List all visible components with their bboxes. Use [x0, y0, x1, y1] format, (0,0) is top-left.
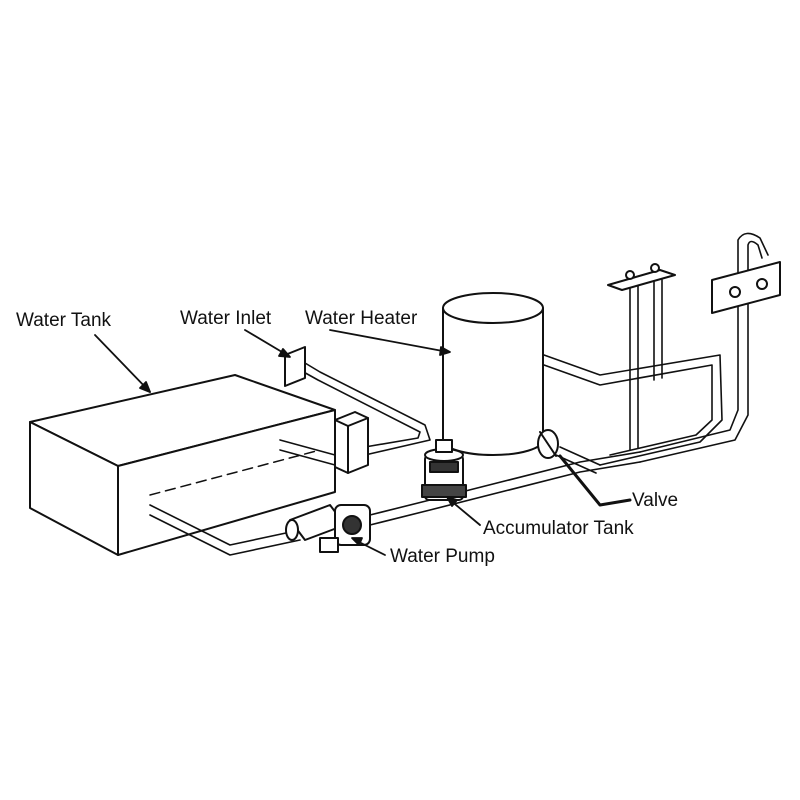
label-accumulator-tank: Accumulator Tank [483, 518, 634, 539]
leader-lines [94, 329, 632, 556]
label-water-inlet: Water Inlet [180, 308, 272, 329]
water-inlet-fitting [284, 346, 306, 387]
label-water-tank: Water Tank [16, 310, 112, 331]
junction-box [334, 411, 369, 474]
accumulator-tank [421, 439, 467, 501]
faucet-bracket [607, 263, 676, 291]
label-water-pump: Water Pump [390, 546, 495, 567]
water-pump [285, 504, 371, 553]
shower-panel [711, 261, 781, 314]
water-tank [29, 374, 336, 556]
label-water-heater: Water Heater [305, 308, 418, 329]
valve [537, 429, 559, 459]
label-valve: Valve [632, 490, 679, 511]
water-heater [442, 292, 544, 456]
